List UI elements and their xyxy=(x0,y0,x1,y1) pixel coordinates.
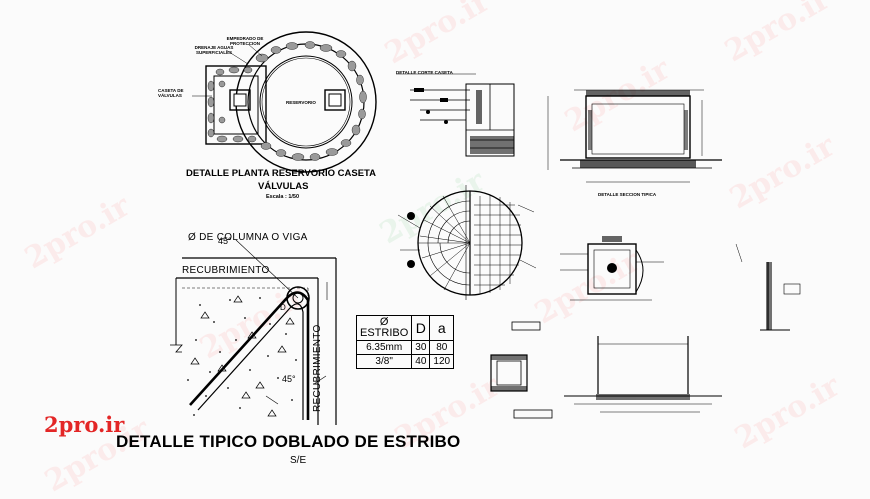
small-details-drawing xyxy=(490,243,801,419)
circular-slab-drawing xyxy=(397,185,537,300)
tank-section-title: DETALLE SECCION TIPICA xyxy=(598,192,657,197)
brand-logo: 2pro.ir xyxy=(44,412,125,437)
dim-d-label: D xyxy=(280,303,286,312)
section-note: DETALLE CORTE CASETA xyxy=(396,70,453,75)
table-row: 3/8" 40 120 xyxy=(355,354,455,369)
label-caseta-valvulas: CASETA DE VÁLVULAS xyxy=(158,88,184,98)
table-header-a: a xyxy=(429,315,455,341)
tank-section-drawing xyxy=(547,89,722,183)
label-drenaje: DRENAJE AGUAS SUPERFICIALES xyxy=(194,45,234,55)
angle-label-2: 45° xyxy=(218,236,232,246)
chamber-plan-drawing xyxy=(560,236,664,301)
angle-label-1: 45° xyxy=(282,374,296,384)
drawing-scale-note: S/E xyxy=(290,455,307,466)
plan-title-line2: VÁLVULAS xyxy=(258,181,309,192)
plan-scale: Escala : 1/50 xyxy=(266,194,300,200)
estribo-label: ESTRIBO xyxy=(360,327,409,339)
label-proteccion: EMPEDRADO DE PROTECCION xyxy=(226,36,264,46)
reservoir-plan-drawing xyxy=(192,31,377,173)
stirrup-detail-drawing xyxy=(170,239,337,425)
plan-title: DETALLE PLANTA RESERVORIO CASETA xyxy=(186,168,377,179)
drawing-sheet: 2pro.ir 2pro.ir 2pro.ir 2pro.ir 2pro.ir … xyxy=(19,0,846,499)
reservoir-center-label: RESERVORIO xyxy=(286,100,316,105)
table-cell-d: 40 xyxy=(411,354,431,369)
column-title: Ø DE COLUMNA O VIGA xyxy=(188,232,308,243)
recubrimiento-horizontal: RECUBRIMIENTO xyxy=(182,265,270,276)
valve-house-section-drawing xyxy=(396,73,515,157)
table-row: 6.35mm 30 80 xyxy=(355,340,455,355)
table-cell-a: 120 xyxy=(429,354,455,369)
drawing-main-title: DETALLE TIPICO DOBLADO DE ESTRIBO xyxy=(116,432,461,451)
stirrup-table: Ø ESTRIBO D a 6.35mm 30 80 3/8" 40 120 xyxy=(355,315,455,369)
phi-symbol: Ø xyxy=(379,316,389,328)
